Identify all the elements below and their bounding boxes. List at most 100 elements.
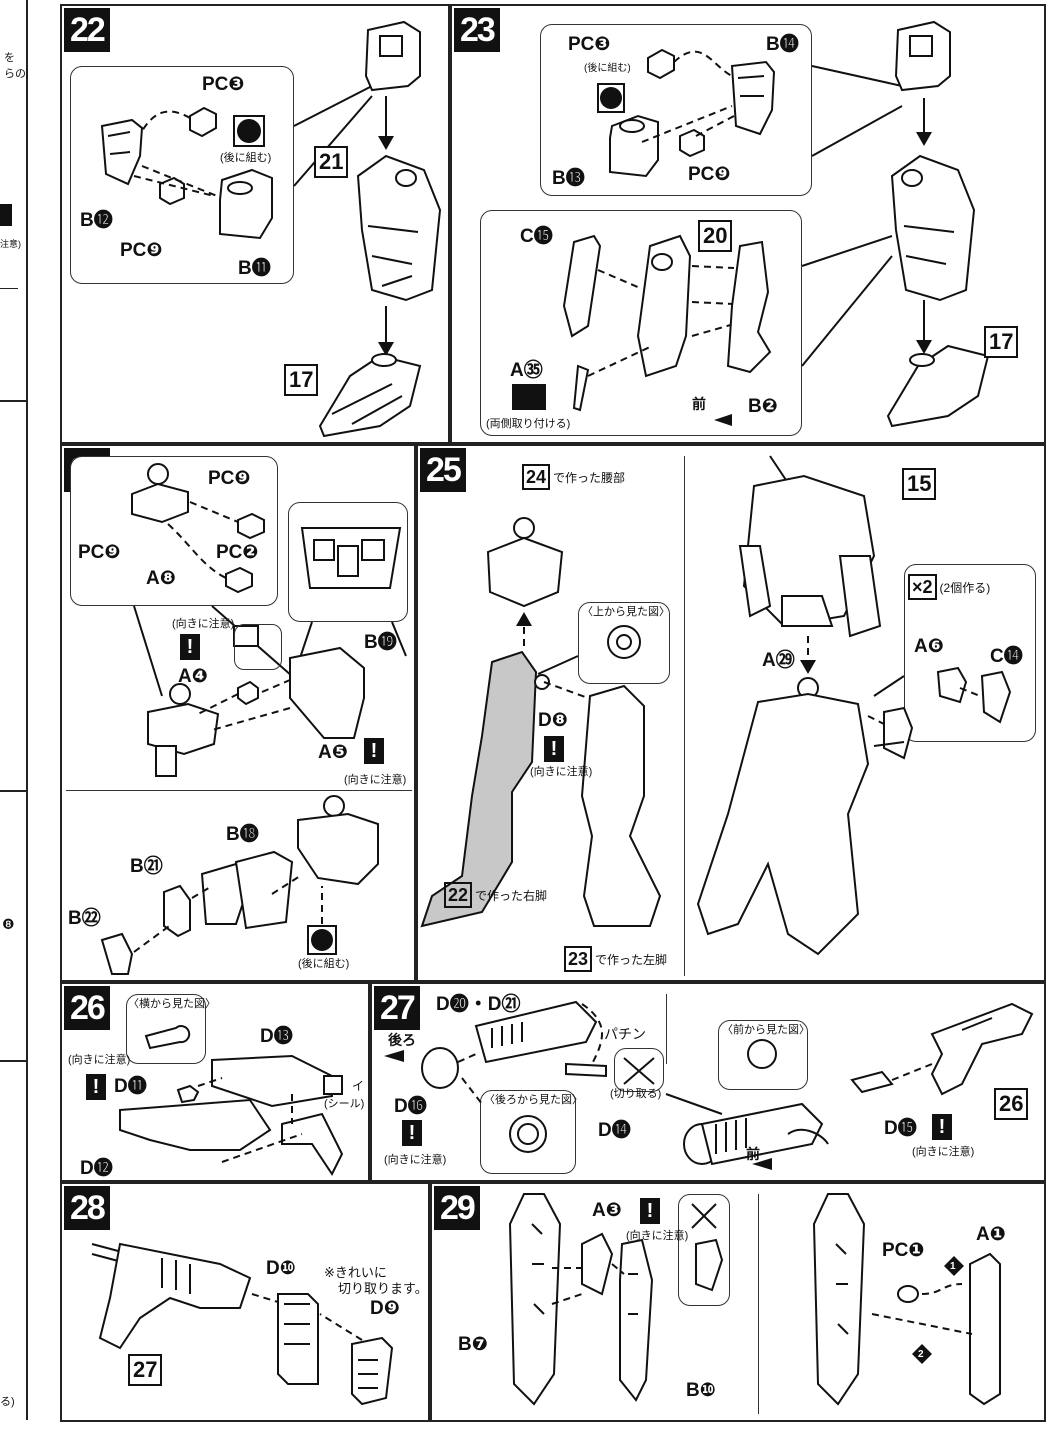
part-label-b21: B㉑ (130, 856, 163, 877)
orientation-detail (234, 624, 282, 670)
part-label-d12: D⓬ (80, 1158, 113, 1179)
part-label-pc9b: PC❾ (78, 542, 121, 563)
step-28-illustration (91, 1242, 394, 1406)
part-label-b18: B⓲ (226, 824, 259, 845)
sticker-caption: (シール) (324, 1098, 365, 1110)
step-29-panel: 29 A❸ ! (向きに注意) B❼ B❿ PC❶ A❶ 1 2 (430, 1182, 1046, 1422)
step-23-panel: 23 PC❸ (450, 4, 1046, 444)
excl-mark (0, 204, 12, 226)
note-orientation: (向きに注意) (626, 1230, 689, 1242)
clean-cut-note-2: 切り取ります。 (338, 1281, 428, 1296)
part-label-a4: A❹ (178, 666, 208, 687)
part-label-pc3: PC❸ (568, 34, 611, 55)
note-back: (後に組む) (584, 63, 631, 74)
part-label-b13: B⓭ (552, 168, 585, 189)
step-marker-1: 1 (950, 1261, 956, 1272)
note-orientation: (向きに注意) (172, 618, 235, 630)
note-orientation: (向きに注意) (68, 1054, 131, 1066)
left-leg-caption: で作った左脚 (595, 952, 668, 967)
margin-text: らの (4, 68, 26, 80)
note-orientation: (向きに注意) (384, 1154, 447, 1166)
step-number: 26 (64, 986, 110, 1030)
step-28-panel: 28 D❿ ※きれいに 切り取ります。 D❾ 27 (60, 1182, 430, 1422)
right-leg-caption: で作った右脚 (475, 888, 548, 903)
part-label-d10: D❿ (266, 1258, 296, 1279)
step-27-panel: 27 D⓴・D㉑ パチン 後ろ D⓰ ! (向きに注意) 〈後ろから見た図〉 (… (370, 982, 1046, 1182)
part-label-a8: A❽ (146, 568, 176, 589)
step-26-panel: 26 〈横から見た図〉 D⓭ (向きに注意) ! D⓫ イ (シール) D⓬ (60, 982, 370, 1182)
step-number: 27 (374, 986, 420, 1030)
caution-icon: ! (544, 736, 564, 762)
ref-step-24: 24 (522, 464, 551, 490)
step-23-illustration (562, 20, 990, 428)
step-24-illustration (100, 463, 407, 975)
step-number: 28 (64, 1186, 110, 1230)
note-both-sides: (両側取り付ける) (486, 418, 571, 430)
part-label-d14: D⓮ (598, 1120, 631, 1141)
part-label-d11: D⓫ (114, 1076, 147, 1097)
ref-step-17: 17 (984, 326, 1019, 358)
front-view-caption: 〈前から見た図〉 (722, 1024, 810, 1036)
left-margin: を らの 注意) ❽ る) (0, 0, 28, 1440)
step-25-illustration (420, 455, 1012, 956)
step-number: 25 (420, 448, 466, 492)
margin-text: を (4, 52, 15, 64)
part-label-pc1: PC❶ (882, 1240, 925, 1261)
both-sides-icon (512, 384, 546, 410)
part-label-a29: A㉙ (762, 650, 795, 671)
caution-icon: ! (180, 634, 200, 660)
part-label-d16: D⓰ (394, 1096, 427, 1117)
make-two-note: ×2(2個作る) (908, 574, 990, 600)
part-label-d13: D⓭ (260, 1026, 293, 1047)
step-number: 22 (64, 8, 110, 52)
ref-step-23: 23 (564, 946, 593, 972)
part-label-d9: D❾ (370, 1298, 400, 1319)
front-label: 前 (692, 396, 706, 412)
part-label-pc9: PC❾ (120, 240, 163, 261)
caution-icon: ! (932, 1114, 952, 1140)
step-24-panel: 24 PC❾ PC❾ (60, 444, 416, 982)
part-label-d20-d21: D⓴・D㉑ (436, 994, 521, 1015)
detail-callout (904, 564, 1036, 742)
ref-step-26: 26 (994, 1088, 1029, 1120)
part-label-b10: B❿ (686, 1380, 716, 1401)
detail-callout (126, 994, 206, 1064)
back-label: 後ろ (388, 1032, 416, 1048)
part-label-b14: B⓮ (766, 34, 799, 55)
ref-step-20: 20 (698, 220, 733, 252)
note-back: (後に組む) (220, 152, 272, 164)
caution-icon: ! (640, 1198, 660, 1224)
part-label-a35: A㉟ (510, 360, 543, 381)
part-label-b2: B❷ (748, 396, 778, 417)
note-back: (後に組む) (298, 958, 350, 970)
margin-text: る) (0, 1396, 15, 1408)
ref-step-15: 15 (902, 468, 937, 500)
side-view-caption: 〈横から見た図〉 (128, 998, 216, 1010)
part-label-a6: A❻ (914, 636, 944, 657)
ref-step-27: 27 (128, 1354, 163, 1386)
margin-text: ❽ (2, 916, 15, 932)
step-22-illustration (100, 20, 442, 438)
part-label-d8: D❽ (538, 710, 568, 731)
sticker-mark: イ (352, 1079, 365, 1093)
step-number: 23 (454, 8, 500, 52)
caution-icon: ! (86, 1074, 106, 1100)
part-label-pc2: PC❷ (216, 542, 259, 563)
part-label-b7: B❼ (458, 1334, 488, 1355)
part-label-pc9: PC❾ (688, 164, 731, 185)
part-label-c14: C⓮ (990, 646, 1023, 667)
cut-caption: (切り取る) (610, 1088, 662, 1100)
step-number: 29 (434, 1186, 480, 1230)
step-27-illustration (384, 1000, 1034, 1170)
part-label-b12: B⓬ (80, 210, 113, 231)
caution-icon: ! (402, 1120, 422, 1146)
step-22-panel: 22 PC❸ (後に組む) B⓬ PC❾ (60, 4, 450, 444)
part-label-b11: B⓫ (238, 258, 271, 279)
make-two-caption: (2個作る) (939, 580, 991, 595)
top-view-caption: 〈上から見た図〉 (582, 606, 670, 618)
ref-step-21: 21 (314, 146, 349, 178)
